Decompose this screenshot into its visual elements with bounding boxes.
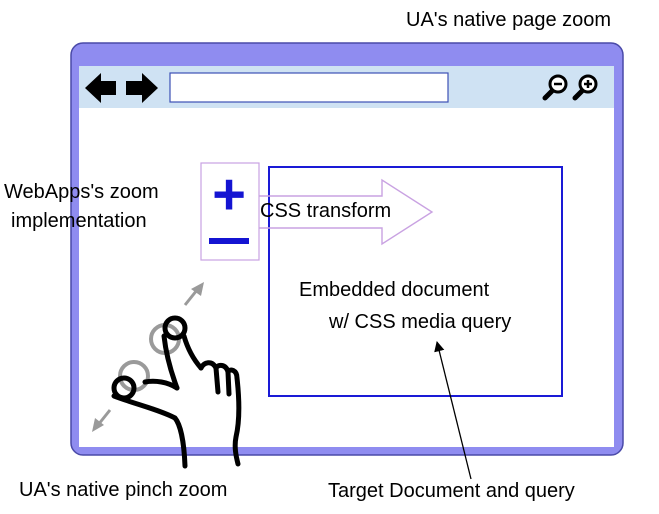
- embedded-document-label-line1: Embedded document: [299, 279, 490, 301]
- pinch-hand-icon: [111, 315, 242, 469]
- page-zoom-label: UA's native page zoom: [406, 9, 612, 31]
- zoom-out-magnifier-icon[interactable]: [542, 74, 568, 101]
- back-arrow-icon[interactable]: [85, 73, 116, 103]
- pinch-zoom-label: UA's native pinch zoom: [19, 479, 228, 501]
- zoom-plus-symbol[interactable]: +: [212, 162, 246, 227]
- css-transform-arrow: [257, 178, 434, 246]
- css-transform-label: CSS transform: [260, 200, 392, 222]
- address-bar[interactable]: [169, 72, 449, 103]
- webapps-zoom-label-line2: implementation: [11, 210, 147, 232]
- zoom-in-magnifier-icon[interactable]: [572, 74, 598, 101]
- target-pointer-arrow: [434, 340, 472, 480]
- zoom-minus-symbol[interactable]: [209, 238, 249, 244]
- embedded-document-label-line2: w/ CSS media query: [329, 311, 512, 333]
- webapps-zoom-label-line1: WebApps's zoom: [4, 181, 159, 203]
- forward-arrow-icon[interactable]: [126, 73, 158, 103]
- target-document-label: Target Document and query: [328, 480, 575, 502]
- embedded-document-box: [268, 166, 563, 397]
